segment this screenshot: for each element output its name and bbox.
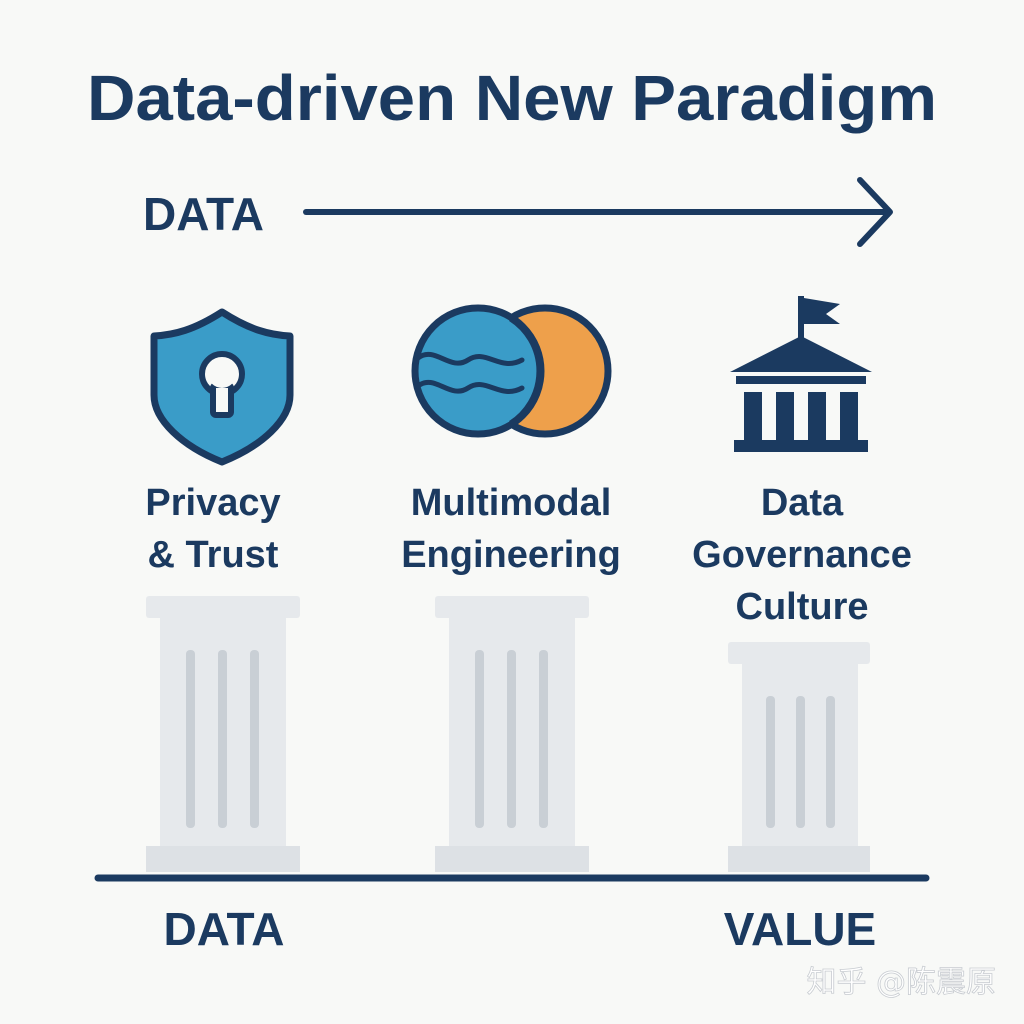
overlapping-circles-icon	[411, 304, 612, 438]
flow-arrow	[303, 177, 893, 247]
baseline-left-label: DATA	[164, 903, 285, 955]
pillar-label-privacy: Privacy & Trust	[145, 482, 280, 576]
pillar-label-line: Culture	[736, 586, 869, 628]
institution-building-icon	[730, 296, 872, 452]
pillar-label-line: Engineering	[401, 534, 621, 576]
pillar-label-line: Privacy	[145, 482, 280, 524]
flow-label: DATA	[143, 188, 264, 240]
pillar-label-line: Data	[761, 482, 844, 524]
watermark: 知乎 @陈震原	[806, 965, 996, 1000]
baseline-right-label: VALUE	[724, 903, 877, 955]
pillar-column	[435, 596, 589, 872]
pillar-label-governance: Data Governance Culture	[692, 482, 912, 628]
shield-keyhole-icon	[150, 308, 294, 466]
diagram-title: Data-driven New Paradigm	[87, 62, 937, 134]
pillar-column	[728, 642, 870, 872]
pillar-label-line: Governance	[692, 534, 912, 576]
pillar-label-line: & Trust	[148, 534, 279, 576]
pillar-label-line: Multimodal	[411, 482, 612, 524]
pillar-column	[146, 596, 300, 872]
pillar-label-multimodal: Multimodal Engineering	[401, 482, 621, 576]
